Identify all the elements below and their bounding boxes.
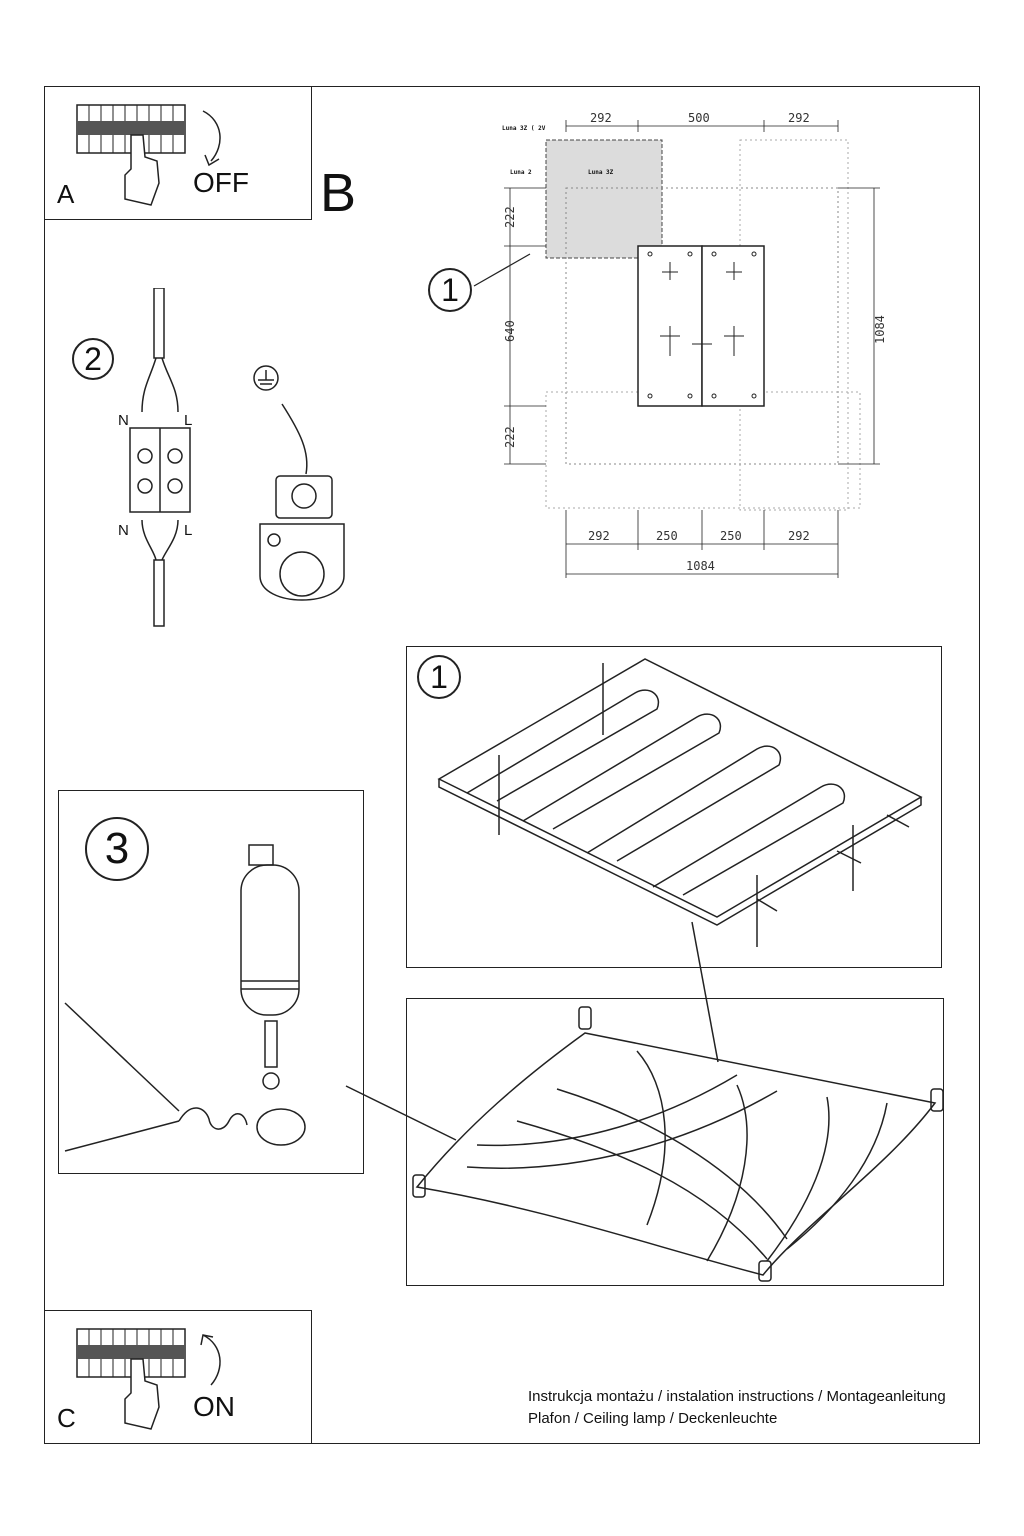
dim-bottom-2: 250 <box>656 529 678 543</box>
wire-l-top: L <box>184 412 193 429</box>
step-1-plan-marker: 1 <box>428 268 472 312</box>
dim-left-2: 640 <box>503 320 517 342</box>
base-plate-right <box>701 245 765 407</box>
breaker-on-icon <box>76 1328 221 1430</box>
page-frame <box>44 86 980 1444</box>
hatched-zone <box>545 139 663 259</box>
step-2-marker: 2 <box>72 338 114 380</box>
lamp-shade-isometric <box>412 1006 943 1282</box>
dim-right: 1084 <box>873 315 887 344</box>
dim-top-3: 292 <box>788 111 810 125</box>
ground-terminal-icon <box>253 365 345 601</box>
plan-note-2: Luna 2 <box>510 169 532 176</box>
step-2-number: 2 <box>84 340 102 377</box>
leader-line <box>473 253 531 287</box>
panel-c-letter: C <box>57 1403 76 1433</box>
dim-bottom-4: 292 <box>788 529 810 543</box>
step-1-number: 1 <box>430 658 448 695</box>
wire-n-bottom: N <box>118 522 129 539</box>
terminal-block-icon <box>129 288 191 627</box>
footer-line-1: Instrukcja montażu / instalation instruc… <box>528 1388 946 1405</box>
ghost-panel-bottom <box>545 391 861 509</box>
panel-a-box: A OFF <box>44 86 312 220</box>
panel-a-letter: A <box>57 179 75 209</box>
dim-bottom-1: 292 <box>588 529 610 543</box>
connector-lines <box>345 921 719 1141</box>
step-1-marker: 1 <box>417 655 461 699</box>
dim-left-1: 222 <box>503 206 517 228</box>
step-3-number: 3 <box>104 824 130 873</box>
panel-b-letter: B <box>320 163 357 223</box>
panel-c-state: ON <box>193 1391 235 1422</box>
lamp-shade-box <box>406 998 944 1286</box>
footer-line-2: Plafon / Ceiling lamp / Deckenleuchte <box>528 1410 778 1427</box>
step-3-marker: 3 <box>85 817 149 881</box>
dim-top-2: 500 <box>688 111 710 125</box>
dim-total: 1084 <box>686 559 715 573</box>
plan-note-3: Luna 3Z <box>588 169 614 176</box>
step-1-assembly-box: 1 <box>406 646 942 968</box>
panel-a-state: OFF <box>193 167 249 198</box>
lamp-base-isometric <box>437 658 923 947</box>
plan-note-1: Luna 3Z ( 2V <box>502 125 546 132</box>
wire-l-bottom: L <box>184 522 193 539</box>
outline-dotted <box>565 187 839 465</box>
panel-c-box: C ON <box>44 1310 312 1444</box>
step-3-box: 3 <box>58 790 364 1174</box>
breaker-off-icon <box>76 104 221 206</box>
wire-n-top: N <box>118 412 129 429</box>
mounting-plan-diagram: 292 500 292 Luna 3Z ( 2V Luna 2 Luna 3Z … <box>473 111 887 578</box>
dim-bottom-3: 250 <box>720 529 742 543</box>
suspension-spring-icon <box>64 844 306 1152</box>
dim-left-3: 222 <box>503 426 517 448</box>
step-1-plan-number: 1 <box>441 271 459 308</box>
dim-top-1: 292 <box>590 111 612 125</box>
